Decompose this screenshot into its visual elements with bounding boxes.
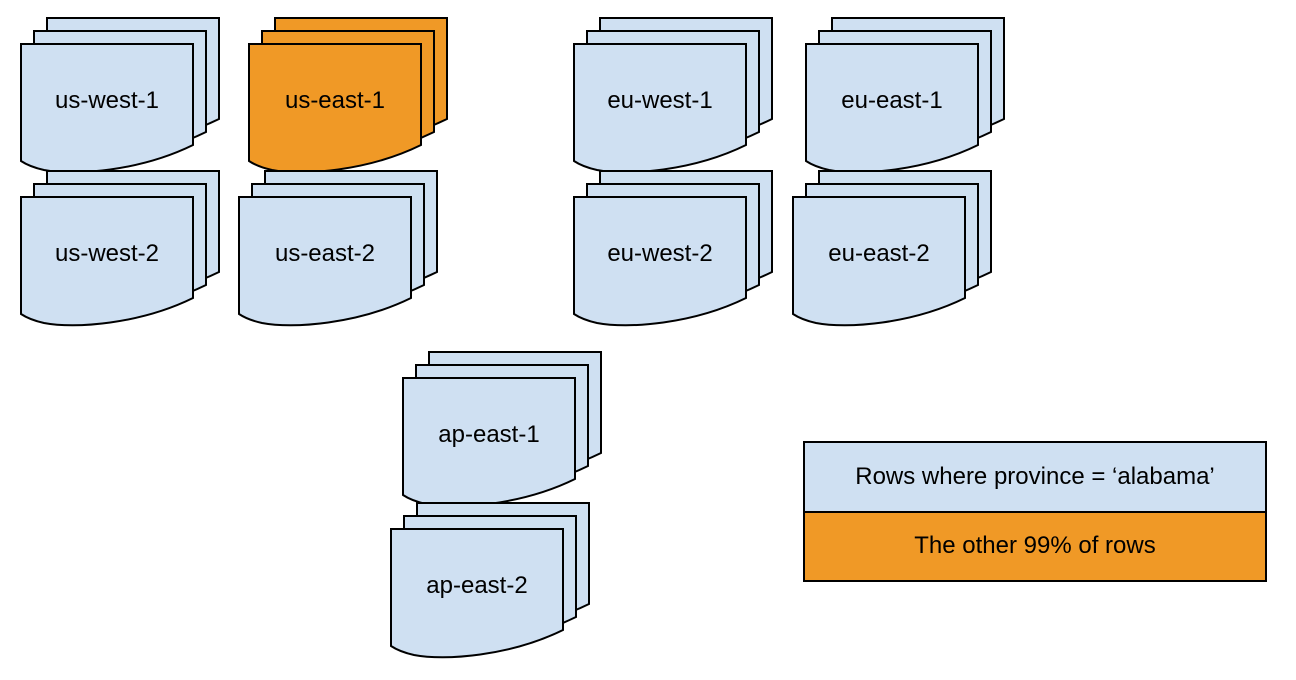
region-stack-us-east-2: us-east-2 [238,170,438,332]
legend-item-other-rows: The other 99% of rows [805,512,1265,580]
region-stack-eu-west-2: eu-west-2 [573,170,773,332]
region-label: eu-east-2 [828,240,930,267]
region-stack-ap-east-1: ap-east-1 [402,351,602,513]
region-stack-eu-east-2: eu-east-2 [792,170,992,332]
region-stack-us-east-1: us-east-1 [248,17,448,179]
region-label: eu-west-1 [607,87,713,114]
region-label: eu-east-1 [841,87,943,114]
document-sheet-front-icon [20,196,194,327]
legend-item-alabama-rows: Rows where province = ‘alabama’ [805,443,1265,513]
legend-item-label: Rows where province = ‘alabama’ [855,462,1215,490]
region-label: ap-east-2 [426,572,528,599]
region-stack-us-west-2: us-west-2 [20,170,220,332]
document-sheet-front-icon [792,196,966,327]
legend-box: Rows where province = ‘alabama’ The othe… [803,441,1267,582]
region-label: eu-west-2 [607,240,713,267]
region-label: us-east-1 [284,87,386,114]
document-sheet-front-icon [238,196,412,327]
region-label: us-west-2 [54,240,160,267]
document-sheet-front-icon [573,196,747,327]
region-label: us-east-2 [274,240,376,267]
region-stack-eu-west-1: eu-west-1 [573,17,773,179]
region-label: ap-east-1 [438,421,540,448]
legend-item-label: The other 99% of rows [914,532,1156,560]
region-stack-us-west-1: us-west-1 [20,17,220,179]
region-stack-eu-east-1: eu-east-1 [805,17,1005,179]
region-stack-ap-east-2: ap-east-2 [390,502,590,664]
region-label: us-west-1 [54,87,160,114]
document-sheet-front-icon [390,528,564,659]
